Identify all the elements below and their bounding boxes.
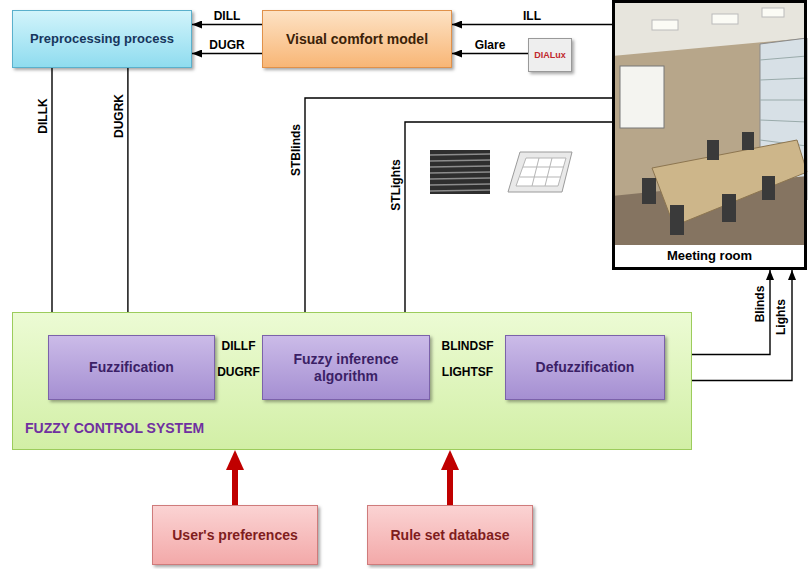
box-label: Preprocessing process (30, 31, 174, 47)
luminaire-icon (508, 152, 572, 192)
signal-arrow (452, 24, 612, 25)
signal-label: DILLK (36, 98, 50, 133)
process-box: Fuzzy inference algorithm (262, 335, 430, 400)
process-box: Defuzzification (505, 335, 665, 400)
signal-label: LIGHTSF (442, 365, 493, 379)
signal-label: DUGRK (112, 94, 126, 138)
signal-label: STLights (389, 159, 403, 210)
box-label: User's preferences (172, 527, 298, 544)
blinds-icon (430, 150, 490, 194)
database-box: Rule set database (367, 505, 533, 565)
signal-label: Lights (774, 299, 788, 335)
box-label: DIALux (534, 50, 566, 61)
signal-arrow (192, 53, 262, 54)
signal-arrow (192, 24, 262, 25)
meeting-room-photo (612, 0, 807, 246)
signal-label: BLINDSF (442, 339, 494, 353)
box-label: Defuzzification (536, 359, 635, 376)
box-label: Meeting room (615, 245, 804, 267)
process-box: Fuzzification (48, 335, 215, 400)
input-arrow (232, 470, 238, 505)
signal-label: DILLF (222, 339, 256, 353)
signal-arrow (452, 53, 528, 54)
software-logo: DIALux (528, 38, 572, 72)
signal-label: DUGR (209, 38, 244, 52)
signal-arrow (305, 98, 612, 335)
input-box: User's preferences (152, 505, 318, 565)
box-label: Rule set database (390, 527, 509, 544)
signal-arrow (51, 68, 52, 335)
signal-label: Glare (475, 38, 506, 52)
signal-label: STBlinds (289, 124, 303, 176)
signal-label: Blinds (753, 286, 767, 323)
box-label: Visual comfort model (286, 31, 428, 48)
input-arrow (447, 470, 453, 505)
signal-label: DILL (214, 9, 241, 23)
box-label: FUZZY CONTROL SYSTEM (25, 420, 204, 437)
signal-arrow (405, 122, 612, 335)
process-box: Preprocessing process (12, 10, 192, 68)
signal-arrow (127, 68, 128, 335)
system-band: FUZZY CONTROL SYSTEM Fuzzification Fuzzy i… (12, 312, 692, 450)
signal-label: ILL (523, 9, 541, 23)
signal-label: DUGRF (217, 365, 260, 379)
photo-frame: Meeting room (612, 0, 807, 270)
model-box: Visual comfort model (262, 10, 452, 68)
box-label: Fuzzification (89, 359, 174, 376)
box-label: Fuzzy inference algorithm (269, 351, 423, 385)
